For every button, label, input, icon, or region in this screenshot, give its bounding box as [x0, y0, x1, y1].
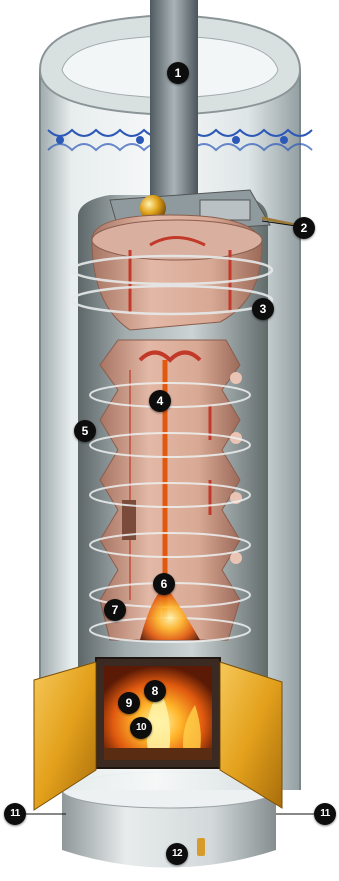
callout-marker: 7	[104, 599, 126, 621]
flue-pipe	[150, 0, 198, 216]
callout-marker: 1	[167, 62, 189, 84]
callout-marker: 11	[4, 803, 26, 825]
callout-marker: 12	[166, 843, 188, 865]
callout-marker: 3	[252, 298, 274, 320]
callout-marker: 4	[149, 390, 171, 412]
callout-marker: 8	[144, 680, 166, 702]
callout-marker: 11	[314, 803, 336, 825]
base-valve	[197, 838, 205, 856]
callout-marker: 2	[293, 217, 315, 239]
callout-marker: 5	[74, 420, 96, 442]
callout-marker: 10	[130, 717, 152, 739]
firebox	[96, 658, 220, 768]
log	[104, 748, 212, 760]
callout-marker: 6	[153, 573, 175, 595]
callout-marker: 9	[118, 692, 140, 714]
